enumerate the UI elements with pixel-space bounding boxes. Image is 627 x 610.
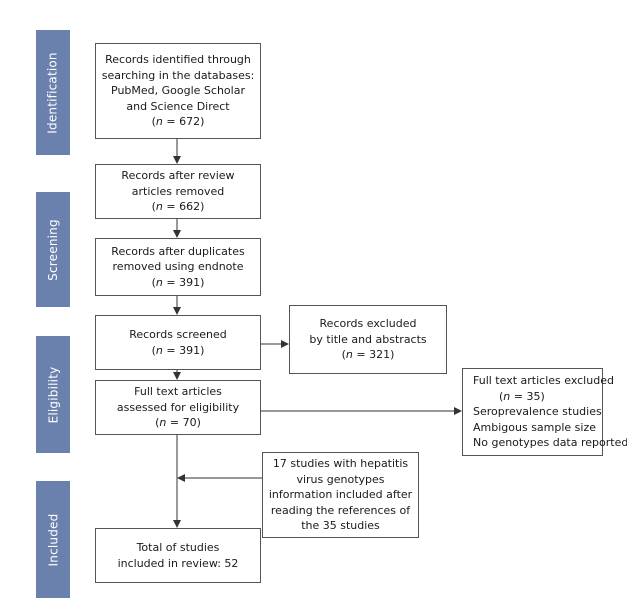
n-symbol: n [345, 348, 353, 362]
full-text-excluded-box: Full text articles excluded (n = 35) Ser… [462, 368, 627, 456]
records-screened-box: Records screened (n = 391) [95, 315, 261, 370]
text-line: Full text articles [134, 385, 222, 399]
count-line: (n = 70) [155, 416, 201, 430]
full-text-assessed-box: Full text articles assessed for eligibil… [95, 380, 261, 435]
text-line: Total of studies [136, 541, 220, 554]
text-line: searching in the databases: [101, 68, 255, 82]
text-line: Records screened [129, 328, 227, 341]
count-value: = 35) [510, 389, 545, 403]
count-line: (n = 672) [151, 115, 205, 129]
text-line: Records excluded [319, 317, 417, 331]
count-value: = 391) [162, 275, 205, 289]
count-line: (n = 35) [499, 389, 545, 403]
text-line: by title and abstracts [309, 332, 427, 346]
text-line: the 35 studies [301, 519, 380, 533]
reason-item: Ambigous sample size [473, 420, 597, 434]
text-line: Records after review [121, 169, 235, 183]
text-line: Full text articles excluded [473, 374, 614, 388]
records-after-duplicates-box: Records after duplicates removed using e… [95, 238, 261, 296]
count-value: = 672) [162, 115, 205, 129]
phase-identification: Identification [36, 30, 70, 155]
text-line: Records after duplicates [111, 244, 245, 258]
text-line: information included after [268, 488, 413, 502]
text-line: virus genotypes [296, 472, 385, 486]
n-symbol: n [155, 275, 163, 289]
text-line: Records identified through [105, 53, 251, 67]
reason-item: No genotypes data reported [473, 436, 627, 450]
text-line: and Science Direct [126, 99, 230, 113]
text-line: assessed for eligibility [116, 400, 240, 414]
count-value: = 321) [352, 348, 395, 362]
records-after-review-box: Records after review articles removed (n… [95, 164, 261, 219]
additional-studies-box: 17 studies with hepatitis virus genotype… [262, 452, 419, 538]
phase-included: Included [36, 481, 70, 598]
count-value: = 391) [162, 343, 205, 357]
count-line: (n = 391) [151, 275, 205, 289]
count-line: (n = 391) [151, 343, 205, 357]
text-line: included in review: 52 [117, 556, 239, 570]
records-identified-box: Records identified through searching in … [95, 43, 261, 139]
phase-screening: Screening [36, 192, 70, 307]
n-symbol: n [155, 200, 163, 214]
text-line: reading the references of [270, 503, 411, 517]
n-symbol: n [155, 343, 163, 357]
text-line: removed using endnote [112, 260, 244, 274]
reason-item: Seroprevalence studies [473, 405, 602, 419]
records-excluded-box: Records excluded by title and abstracts … [289, 305, 447, 374]
n-symbol: n [155, 115, 163, 129]
text-line: articles removed [131, 184, 225, 198]
text-line: 17 studies with hepatitis [272, 457, 409, 471]
count-value: = 662) [162, 200, 205, 214]
total-included-box: Total of studies included in review: 52 [95, 528, 261, 583]
text-line: PubMed, Google Scholar [111, 84, 245, 98]
count-line: (n = 662) [151, 200, 205, 214]
count-value: = 70) [166, 416, 201, 430]
n-symbol: n [503, 389, 511, 403]
phase-eligibility: Eligibility [36, 336, 70, 453]
count-line: (n = 321) [341, 348, 395, 362]
n-symbol: n [159, 416, 167, 430]
